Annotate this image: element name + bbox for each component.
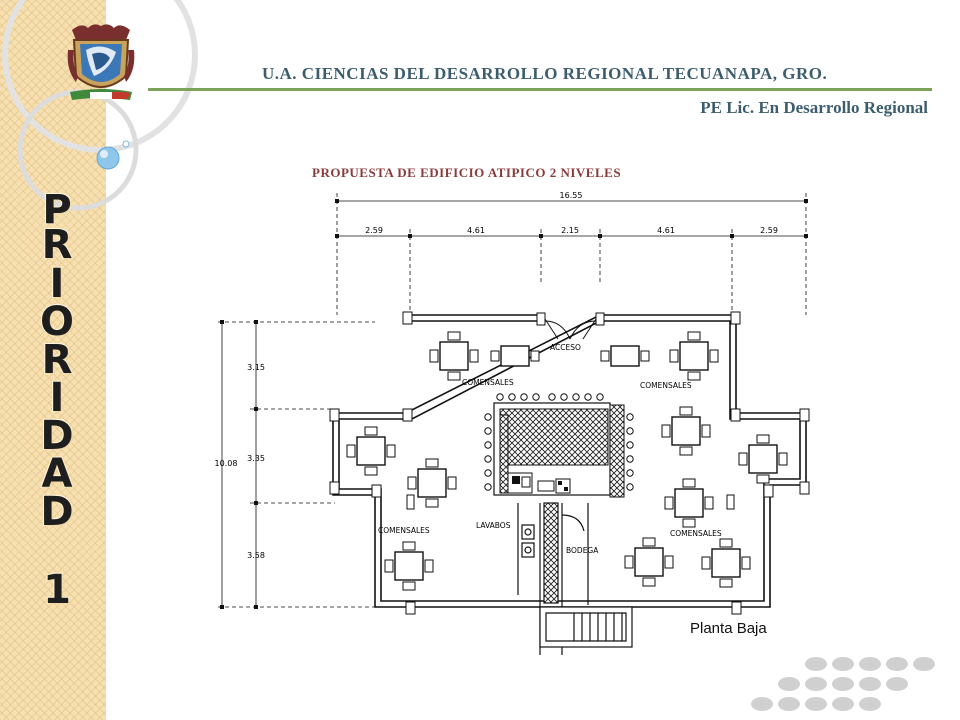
priority-letter: R: [41, 222, 74, 268]
dining-table: [664, 478, 714, 528]
column-posts: [329, 311, 810, 615]
label-comensales-3: COMENSALES: [378, 526, 430, 535]
priority-letter: I: [49, 375, 66, 421]
header-divider: [148, 88, 932, 91]
left-dimension-lines: [218, 321, 375, 608]
entrance-door: [536, 312, 605, 340]
kitchen-stools: [484, 393, 634, 491]
dim-top-1: 2.59: [365, 226, 383, 235]
label-comensales-1: COMENSALES: [462, 378, 514, 387]
dining-table: [701, 538, 751, 588]
dim-total-height: 10.08: [215, 459, 238, 468]
priority-letter: O: [39, 299, 75, 345]
priority-letter: D: [39, 413, 74, 459]
decorative-dots: [751, 657, 935, 711]
kitchen-block: [493, 402, 625, 498]
label-acceso: ACCESO: [550, 343, 581, 352]
dining-table: [600, 345, 650, 367]
label-bodega: BODEGA: [566, 546, 599, 555]
priority-letter: A: [41, 451, 74, 497]
service-area: [517, 502, 633, 655]
dining-table: [407, 458, 457, 508]
program-subtitle: PE Lic. En Desarrollo Regional: [700, 98, 928, 117]
dining-table: [429, 331, 479, 381]
dining-table: [661, 406, 711, 456]
label-comensales-4: COMENSALES: [670, 529, 722, 538]
left-dimension-ticks: [220, 320, 258, 609]
dining-table: [346, 426, 396, 476]
priority-letter: R: [41, 337, 74, 383]
dim-top-4: 4.61: [657, 226, 675, 235]
dining-table: [738, 434, 788, 484]
dim-left-1: 3.15: [247, 363, 265, 372]
priority-letter: D: [39, 489, 74, 535]
priority-letter: I: [49, 261, 66, 307]
dim-top-3: 2.15: [561, 226, 579, 235]
priority-letter: 1: [42, 567, 72, 613]
top-dimension-ticks: [335, 199, 808, 238]
priority-letter: P: [41, 187, 72, 233]
dim-top-2: 4.61: [467, 226, 485, 235]
dim-total-width: 16.55: [560, 191, 583, 200]
plan-heading: PROPUESTA DE EDIFICIO ATIPICO 2 NIVELES: [312, 165, 622, 180]
dim-top-5: 2.59: [760, 226, 778, 235]
top-dimension-lines: [336, 193, 807, 315]
plan-caption: Planta Baja: [690, 620, 767, 637]
label-lavabos: LAVABOS: [476, 521, 511, 530]
dining-table: [669, 331, 719, 381]
floor-plan-drawing: 16.55 2.59 4.61 2.15 4.61 2.59 10.08 3.1…: [215, 191, 810, 655]
side-band: [0, 0, 106, 720]
institution-title: U.A. CIENCIAS DEL DESARROLLO REGIONAL TE…: [262, 64, 828, 83]
dining-table: [624, 537, 674, 587]
university-seal-logo: [67, 24, 135, 100]
dining-table: [384, 541, 434, 591]
dim-left-2: 3.35: [247, 454, 265, 463]
dim-left-3: 3.58: [247, 551, 265, 560]
label-comensales-2: COMENSALES: [640, 381, 692, 390]
